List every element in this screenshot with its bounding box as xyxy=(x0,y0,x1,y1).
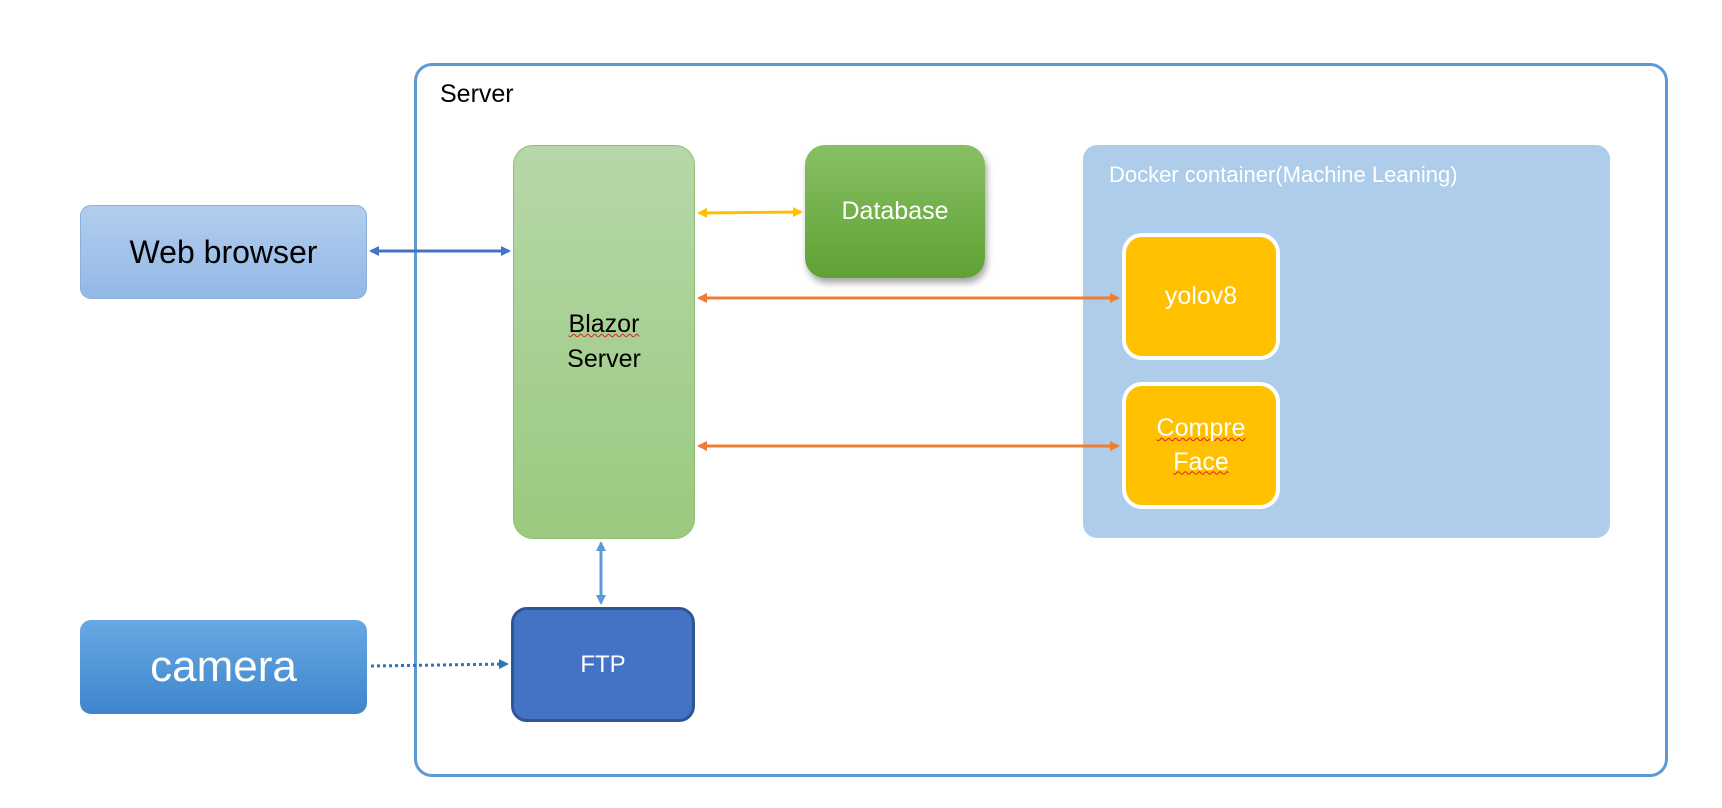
compreface-node[interactable]: Compre Face xyxy=(1122,382,1280,509)
web-browser-node[interactable]: Web browser xyxy=(80,205,367,299)
compreface-label-line1: Compre xyxy=(1156,413,1246,442)
ftp-node[interactable]: FTP xyxy=(511,607,695,722)
blazor-server-node[interactable]: Blazor Server xyxy=(513,145,695,539)
yolov8-label: yolov8 xyxy=(1164,282,1238,310)
blazor-database-arrow xyxy=(697,207,803,218)
yolov8-node[interactable]: yolov8 xyxy=(1122,233,1280,360)
server-boundary xyxy=(414,63,1668,777)
camera-ftp-dotted-arrow xyxy=(370,659,509,670)
blazor-server-label-line2: Server xyxy=(567,345,641,373)
web-browser-label: Web browser xyxy=(129,233,318,270)
camera-node[interactable]: camera xyxy=(80,620,367,714)
database-node[interactable]: Database xyxy=(805,145,985,278)
database-label: Database xyxy=(841,197,949,225)
ftp-label: FTP xyxy=(580,650,626,678)
server-label: Server xyxy=(440,80,514,108)
blazor-server-label-line1: Blazor xyxy=(568,310,640,338)
camera-label: camera xyxy=(150,642,297,691)
docker-container-label: Docker container(Machine Leaning) xyxy=(1109,162,1458,187)
compreface-label-line2: Face xyxy=(1173,447,1229,476)
